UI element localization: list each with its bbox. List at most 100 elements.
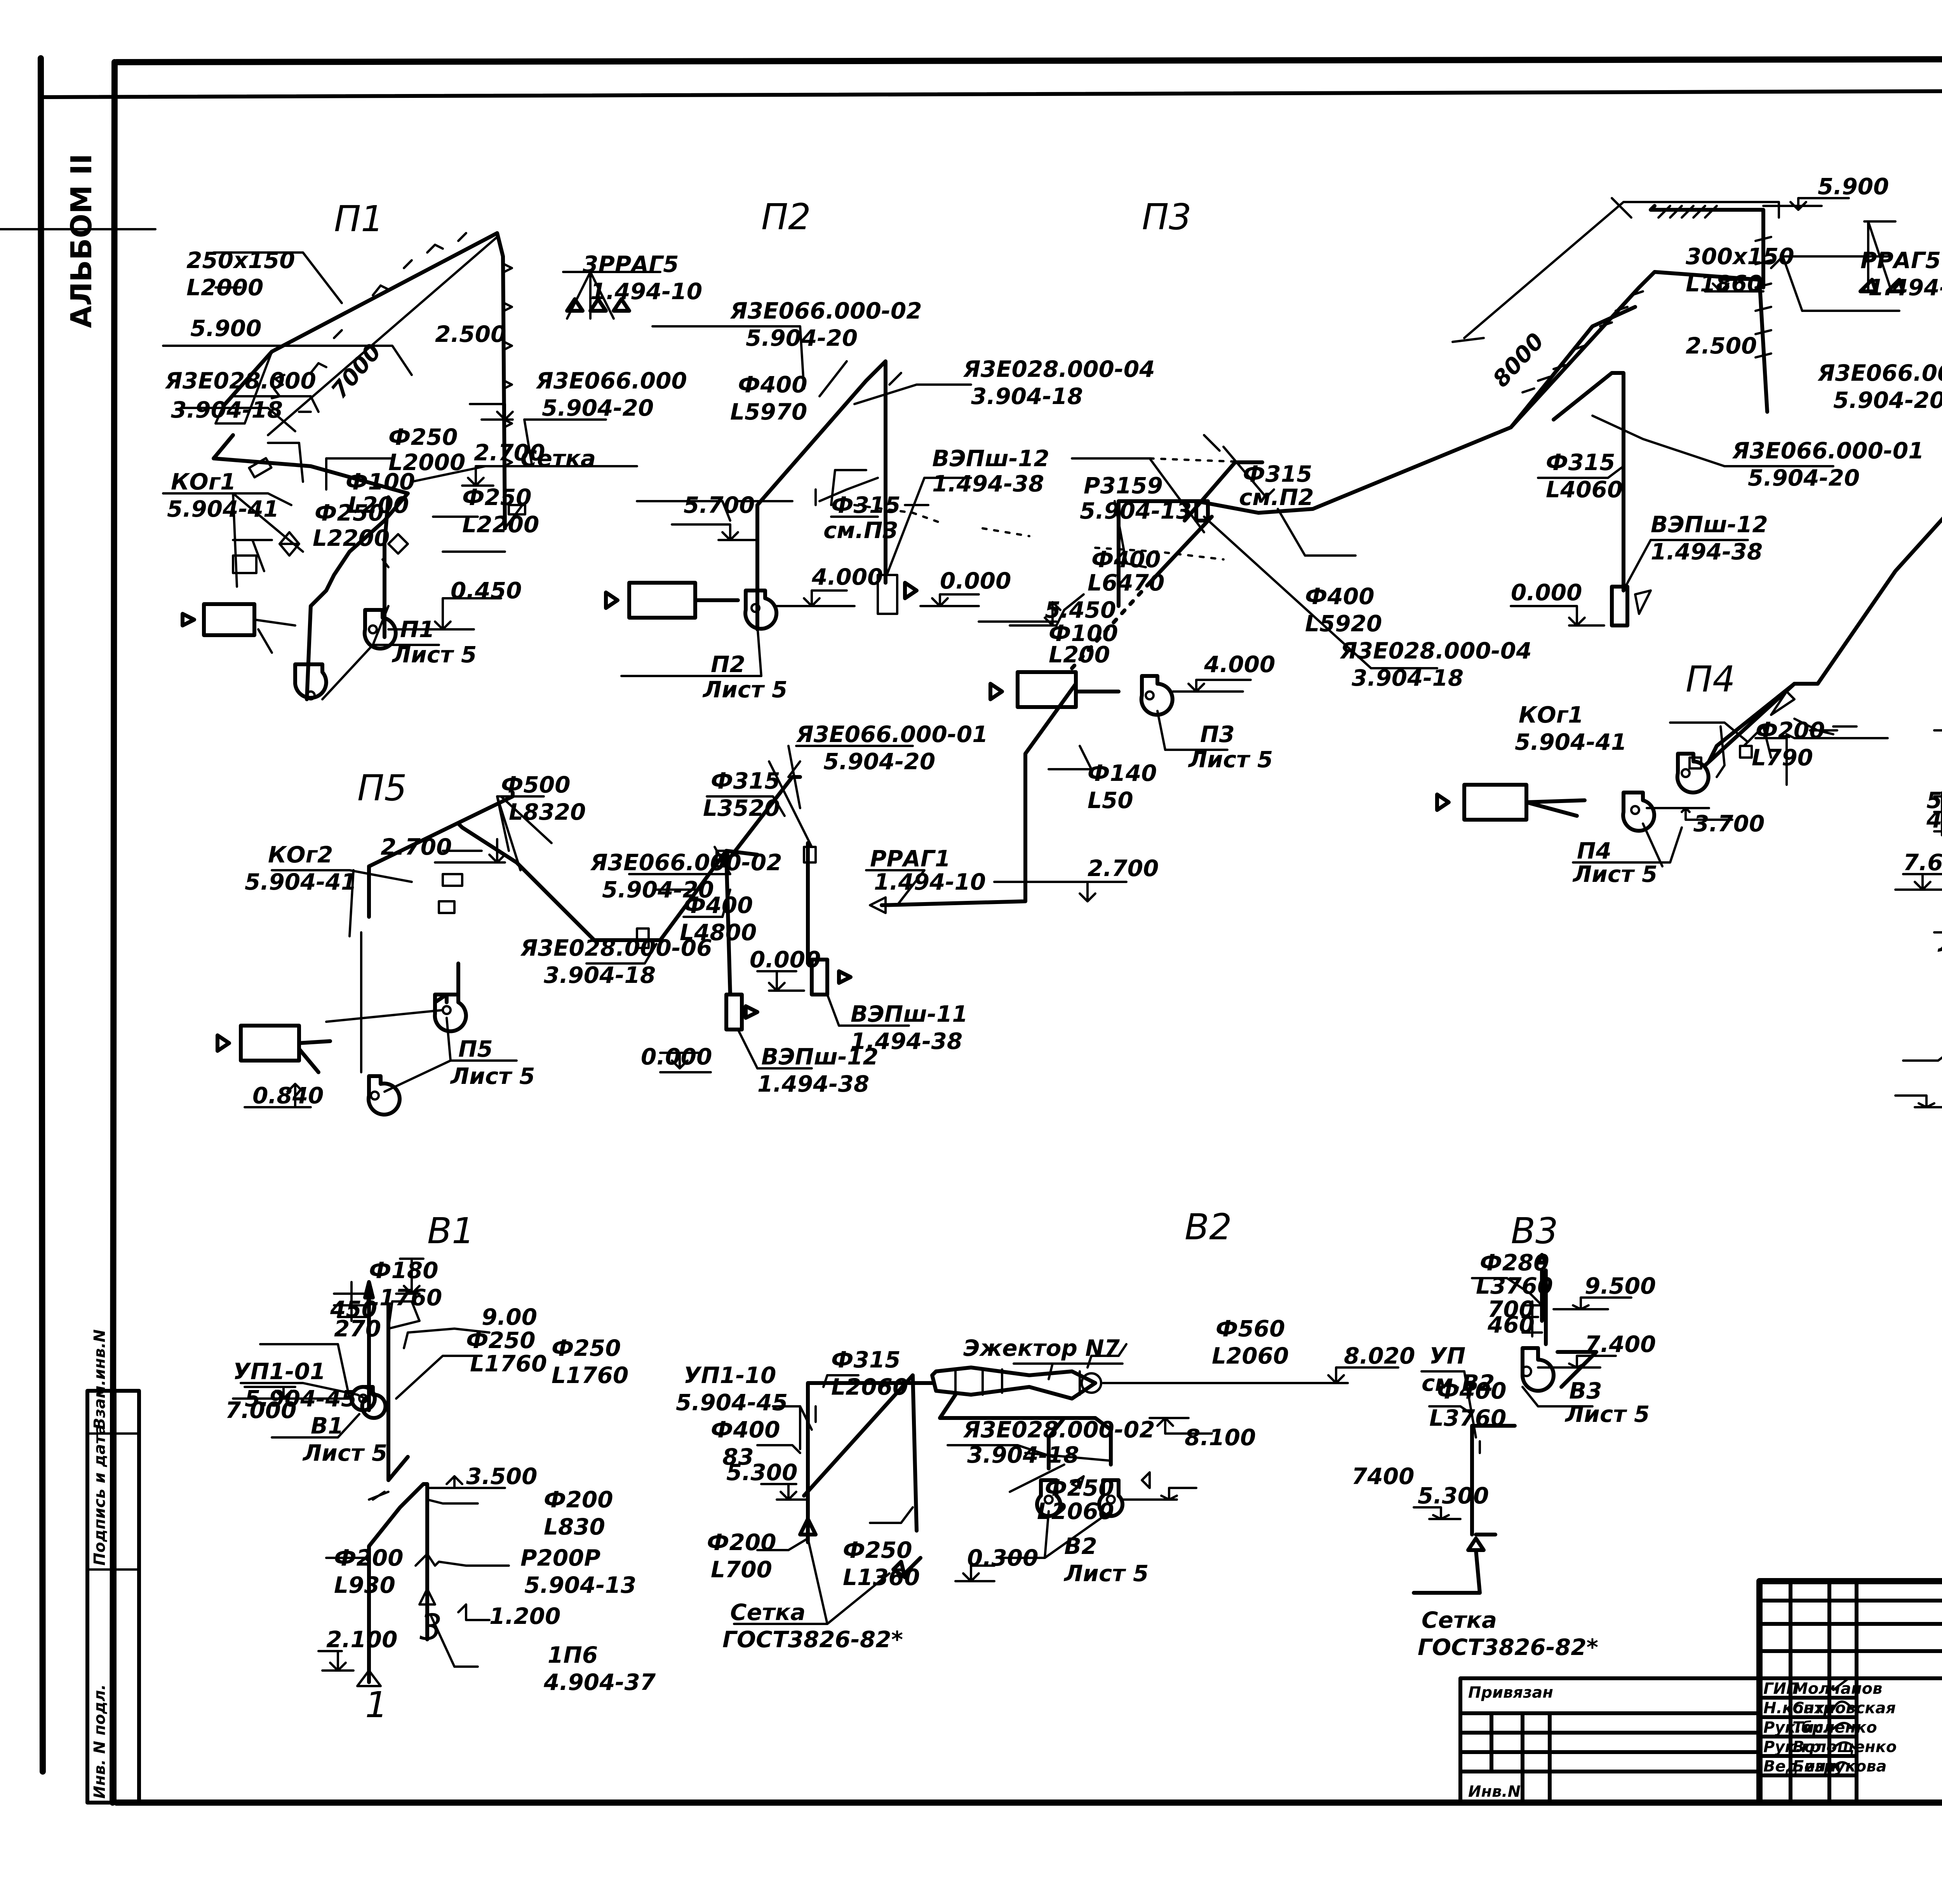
p3-label: 5.904-13 [1080,498,1192,524]
system-title-v1: В1 [427,1210,475,1252]
signature-role: ГИП [1763,1680,1799,1698]
p2-label: П2 [711,651,745,678]
p5-label: L4800 [680,919,757,946]
system-v1-lines [232,1258,510,1687]
v2-label: Ф315 [831,1347,901,1373]
system-p3-lines [865,197,1905,914]
v1-label: Ф250 [552,1335,621,1361]
signature-role: Вед.инж [1763,1758,1842,1775]
p3-label: 5.904-20 [1748,465,1860,491]
signature-role: Н.контр [1763,1699,1834,1717]
p1-label: 3.904-18 [171,397,283,423]
v1-label: УП1-01 [233,1358,325,1385]
system-p4-lines [1435,516,1942,868]
v3-label: ГОСТ3826-82* [1418,1634,1598,1660]
p3-label: 8000 [1488,328,1549,392]
p3-label: 2.500 [1686,333,1757,359]
p5-label: L3520 [703,795,780,821]
v1-label: 450 [330,1296,377,1322]
p3-label: 5.904-20 [1833,387,1942,413]
v1-label: 7.000 [225,1397,296,1423]
p1-label: L2000 [186,274,263,301]
p3-label: Ф400 [1305,583,1375,610]
v2-label: 0.300 [967,1545,1038,1571]
p4-label: 5.904-41 [1515,729,1627,755]
p5-label: Ф500 [501,772,571,798]
p1-label: Ф250 [388,424,458,450]
v2-label: Ф400 [711,1416,780,1443]
p5-label: 5.904-20 [823,748,935,775]
signature-name: Молчанов [1792,1680,1882,1698]
system-p2-lines [604,325,1030,677]
p2-label: Ф400 [738,371,807,398]
system-p5-labels: 2.700 Ф500 L8320 КОг2 5.904-41 Я3Е066.00… [245,721,988,1109]
v3-label: 700 [1488,1296,1535,1322]
v2-label: L1360 [843,1564,920,1590]
v3-label: 9.500 [1585,1273,1656,1299]
system-p2-labels: Я3Е066.000-02 5.904-20 Я3Е028.000-04 3.9… [684,298,1155,703]
v2-label: L2060 [1212,1343,1289,1369]
p2-label: 4.000 [811,564,883,590]
p4-label: 3.700 [1693,810,1765,837]
p3-label: Ф400 [1091,546,1161,573]
p1-label: 1.494-10 [590,278,702,305]
v3-label: 460 [1487,1312,1535,1338]
system-v4-labels: Ф200 L2350 9.500 500 440 Ф315 L2350 Я3Е0… [1903,787,1942,957]
v1-label: 3.500 [466,1463,537,1489]
v2-label: 83 [722,1444,754,1470]
p3-label: L1860 [1686,270,1763,297]
p3-label: П3 [1200,721,1235,747]
p3-label: Я3Е028.000-04 [1340,638,1532,664]
v1-label: В1 [311,1413,344,1439]
p1-label: L2000 [388,449,465,476]
p1-label: 3РРАГ5 [583,251,679,277]
system-title-p2: П2 [761,196,811,238]
v4-label: 7.600 [1903,849,1942,876]
p5-label: Лист 5 [450,1063,535,1089]
v3-label: 7.400 [1585,1331,1656,1357]
p3-label: Лист 5 [1188,746,1273,773]
v3-label: Лист 5 [1564,1401,1650,1427]
p1-label: Я3Е066.000 [536,368,687,394]
v4-label: 500 [1926,787,1942,814]
p2-label: 0.000 [940,568,1011,594]
v2-label: 8.100 [1185,1424,1256,1451]
p5-label: Я3Е028.000-06 [520,935,712,961]
p3-label: РРАГ5 [1860,247,1941,273]
sheet-frame [38,55,1942,1806]
p3-label: 2.700 [1088,855,1159,881]
v3-label: Ф400 [1437,1378,1507,1404]
v2-label: L700 [711,1556,772,1583]
title-block-frame [113,1578,1942,1806]
p5-label: 0.840 [252,1082,324,1109]
v1-label: Р200Р [520,1545,600,1571]
v2-label: В2 [1064,1533,1097,1559]
p3-label: L6470 [1088,570,1164,596]
p5-label: 0.000 [641,1043,712,1070]
system-v2-lines [733,1343,1399,1625]
p1-label: 5.904-41 [167,496,279,522]
p3-label: 1.494-38 [1651,538,1763,565]
p5-label: 3.904-18 [544,962,656,988]
v2-label: Лист 5 [1063,1560,1148,1587]
p5-label: 2.700 [381,834,452,860]
p1-label: 5.900 [190,315,261,341]
v1-label: L830 [544,1514,605,1540]
v3-label: L3760 [1476,1273,1553,1299]
v2-label: Ф560 [1216,1315,1285,1342]
v3-label: УП [1429,1343,1465,1369]
v2-label: 5.300 [726,1459,797,1486]
p4-label: КОг1 [1519,702,1584,728]
p4-label: L790 [1752,744,1813,771]
p3-label: 0.000 [1511,579,1582,606]
p1-label: Ф250 [315,500,384,526]
p4-label: Лист 5 [1572,861,1657,887]
signature-role: Рук.бр. [1763,1719,1829,1737]
system-title-v2: В2 [1185,1206,1232,1248]
p3-label: РРАГ1 [870,845,950,872]
v2-label: L2060 [831,1374,908,1400]
system-v3-labels: Ф280 L3760 9.500 УП см.В2 700 460 Ф400 L… [1418,1249,1656,1660]
p3-label: L200 [1049,641,1110,668]
v1-label: 4.904-37 [543,1669,656,1695]
v1-label: 1П6 [548,1642,598,1668]
